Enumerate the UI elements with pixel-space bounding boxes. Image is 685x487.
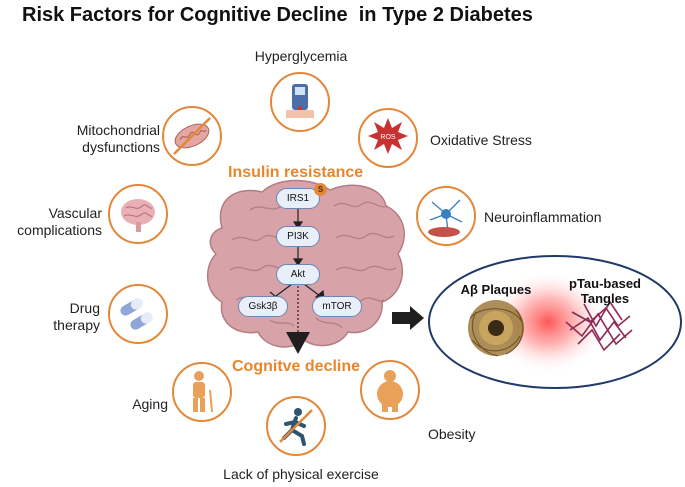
glucometer-icon (286, 84, 314, 118)
vascular-label-line1: Vascular (48, 205, 102, 221)
vascular-complications-label: Vascular complications (4, 205, 102, 239)
mtor-node: mTOR (312, 296, 362, 317)
obesity-circle (360, 360, 420, 420)
neuroinflammation-circle (416, 186, 476, 246)
vascular-label-line2: complications (17, 222, 102, 238)
aging-circle (172, 362, 232, 422)
drug-therapy-label: Drug therapy (40, 300, 100, 334)
ptau-tangles-label: pTau-based Tangles (560, 276, 650, 306)
serine-phosphorylation-badge: S (314, 183, 327, 196)
hyperglycemia-label: Hyperglycemia (254, 48, 348, 64)
amyloid-plaque-graphic (468, 300, 524, 357)
akt-node: Akt (276, 264, 320, 285)
drug-therapy-circle (108, 284, 168, 344)
ab-plaques-label: Aβ Plaques (460, 282, 532, 297)
hyperglycemia-circle (270, 72, 330, 132)
drug-therapy-label-line2: therapy (53, 317, 100, 333)
glial-cell-icon (428, 199, 463, 237)
obesity-label: Obesity (428, 426, 476, 442)
brain-icon (121, 199, 155, 232)
ptau-label-line1: pTau-based (569, 276, 641, 291)
pi3k-node: PI3K (276, 226, 320, 247)
lack-of-exercise-circle (266, 396, 326, 456)
obese-person-icon (377, 370, 403, 412)
oxidative-stress-circle: ROS (358, 108, 418, 168)
oxidative-stress-label: Oxidative Stress (430, 132, 532, 148)
elderly-person-icon (193, 371, 213, 413)
crossed-runner-icon (279, 408, 313, 446)
capsules-icon (120, 298, 153, 330)
neuroinflammation-label: Neuroinflammation (484, 209, 602, 225)
mito-label-line2: dysfunctions (82, 139, 160, 155)
aging-label: Aging (132, 396, 168, 412)
insulin-resistance-label: Insulin resistance (228, 164, 364, 181)
crossed-mitochondrion-icon (173, 117, 211, 155)
irs1-node: IRS1 (276, 188, 320, 209)
tau-tangle-graphic (565, 300, 633, 352)
ptau-label-line2: Tangles (580, 291, 630, 306)
vascular-complications-circle (108, 184, 168, 244)
outcome-arrow (392, 306, 424, 330)
ros-burst-icon: ROS (368, 118, 408, 154)
ros-text: ROS (380, 134, 396, 141)
mitochondrial-dysfunction-label: Mitochondrial dysfunctions (50, 122, 160, 156)
figure-title: Risk Factors for Cognitive Decline in Ty… (22, 4, 533, 26)
cognitive-decline-label: Cognitve decline (232, 358, 361, 375)
cognitive-decline-arrow (286, 332, 310, 354)
drug-therapy-label-line1: Drug (69, 300, 100, 316)
gsk3b-node: Gsk3β (238, 296, 288, 317)
mitochondrial-dysfunction-circle (162, 106, 222, 166)
mito-label-line1: Mitochondrial (76, 122, 160, 138)
lack-of-exercise-label: Lack of physical exercise (223, 466, 379, 482)
